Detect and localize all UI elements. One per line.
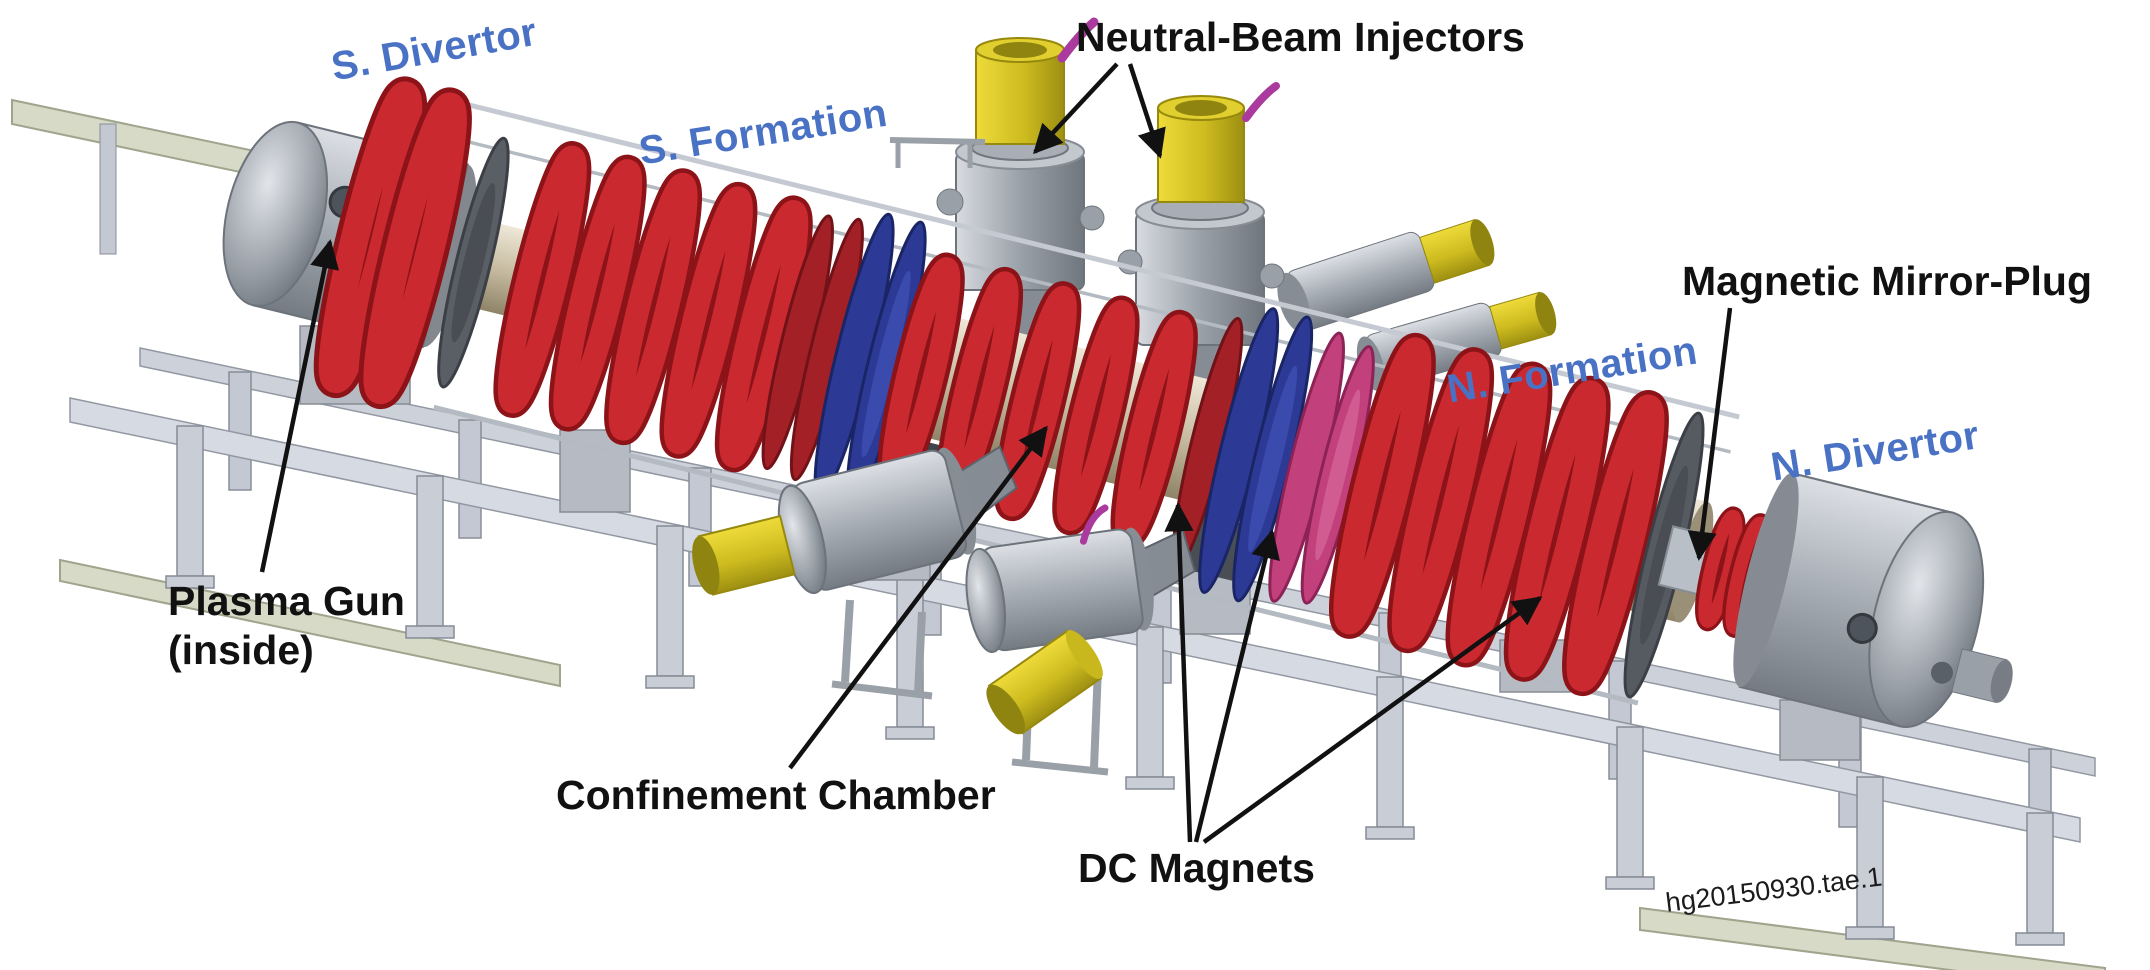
label-plasma-gun-line1: Plasma Gun xyxy=(168,578,405,624)
label-dc-magnets: DC Magnets xyxy=(1078,845,1315,891)
arrow-dc-magnet-2 xyxy=(1193,529,1280,843)
north-divertor-vessel xyxy=(1733,472,2013,728)
callout-arrows xyxy=(259,62,1733,844)
label-plasma-gun-line2: (inside) xyxy=(168,627,314,673)
arrow-confinement-chamber xyxy=(788,425,1048,770)
label-plasma-gun: Plasma Gun (inside) xyxy=(168,578,405,674)
arrow-dc-magnet-1 xyxy=(1164,502,1194,843)
label-confinement-chamber: Confinement Chamber xyxy=(556,772,996,818)
arrow-mirror-plug xyxy=(1687,307,1733,561)
bottom-injector-left xyxy=(692,445,1018,700)
label-magnetic-mirror-plug: Magnetic Mirror-Plug xyxy=(1682,258,2093,304)
arrow-plasma-gun xyxy=(259,239,340,573)
arrow-nbi-right xyxy=(1127,63,1166,159)
machine-assembly xyxy=(222,76,2013,728)
arrow-nbi-left xyxy=(1033,62,1119,155)
label-neutral-beam-injectors: Neutral-Beam Injectors xyxy=(1076,14,1525,60)
arrow-dc-magnet-3 xyxy=(1202,596,1543,844)
